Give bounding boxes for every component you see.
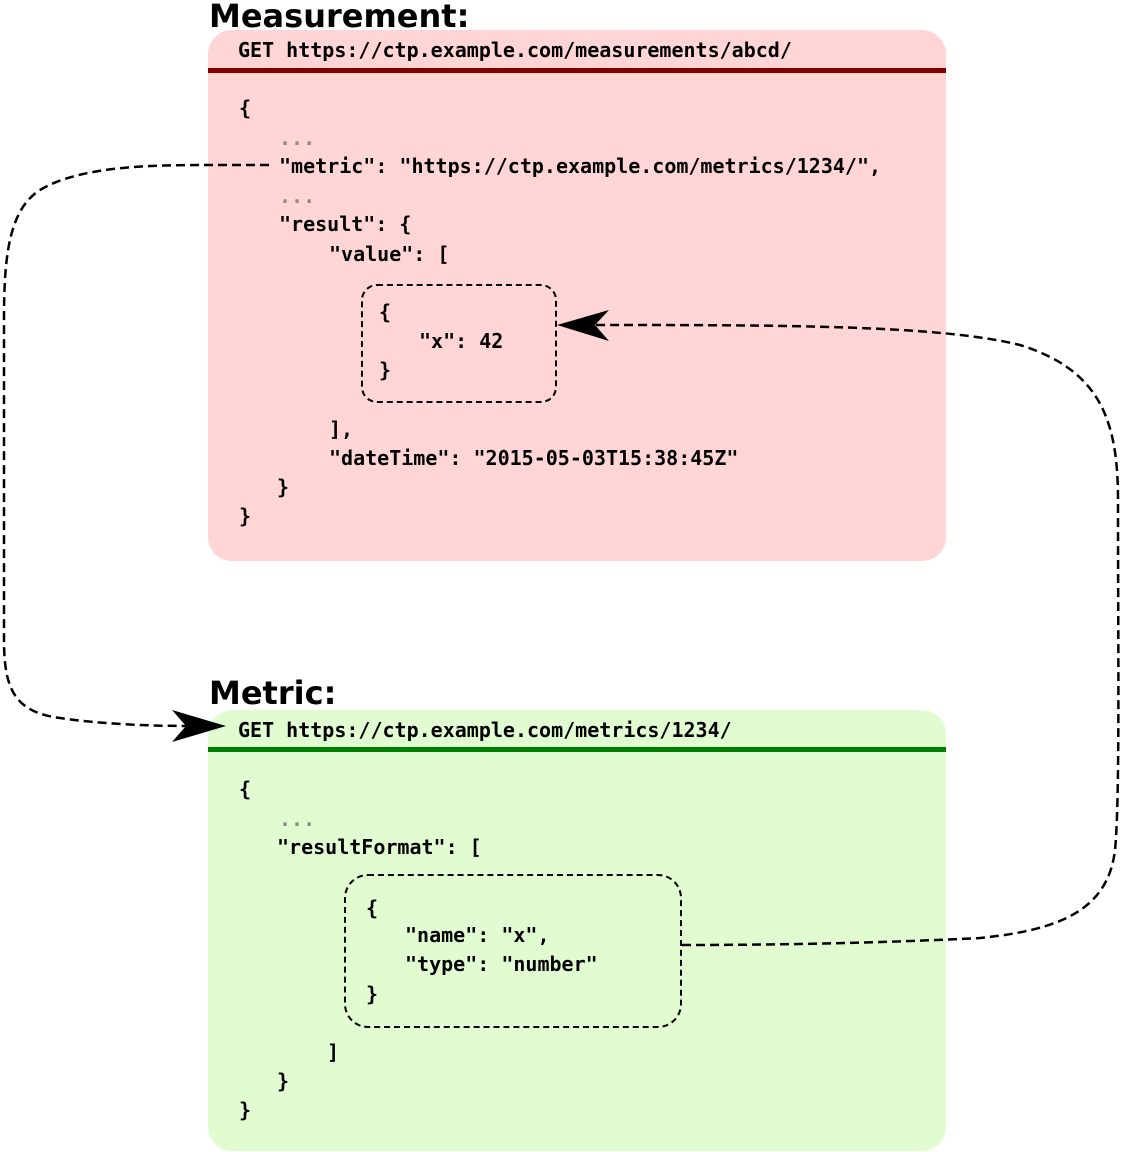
metric-code-item-close: } <box>366 982 379 1006</box>
metric-request-line: GET https://ctp.example.com/metrics/1234… <box>238 718 732 742</box>
format-to-value-connector <box>593 323 1120 947</box>
measurement-code-metric: "metric": "https://ctp.example.com/metri… <box>279 154 882 178</box>
measurement-code-value-close: ], <box>329 417 354 441</box>
metric-code-result-format-close: ] <box>327 1040 340 1064</box>
measurement-code-datetime: "dateTime": "2015-05-03T15:38:45Z" <box>329 446 739 470</box>
metric-code-open: { <box>239 777 252 801</box>
metric-code-close: } <box>239 1098 252 1122</box>
metric-code-item-name: "name": "x", <box>405 923 550 947</box>
measurement-value-highlight-box <box>361 284 557 403</box>
metric-link-connector <box>2 163 269 728</box>
measurement-code-item-x: "x": 42 <box>419 329 504 353</box>
measurement-code-result-close: } <box>277 475 290 499</box>
metric-code-item-type: "type": "number" <box>405 952 598 976</box>
measurement-title: Measurement: <box>209 0 470 35</box>
metric-title: Metric: <box>209 674 337 712</box>
measurement-request-line: GET https://ctp.example.com/measurements… <box>238 38 792 62</box>
measurement-code-close: } <box>239 504 252 528</box>
metric-code-inner-close: } <box>277 1069 290 1093</box>
measurement-code-item-open: { <box>379 300 392 324</box>
measurement-header-rule <box>208 68 946 73</box>
measurement-code-value-open: "value": [ <box>329 242 450 266</box>
metric-link-arrowhead <box>172 710 226 742</box>
measurement-code-ellipsis-2: ... <box>279 184 316 208</box>
metric-code-ellipsis-1: ... <box>279 807 316 831</box>
measurement-code-result-open: "result": { <box>279 212 412 236</box>
measurement-panel: GET https://ctp.example.com/measurements… <box>208 30 946 561</box>
measurement-code-open: { <box>239 96 252 120</box>
metric-panel: GET https://ctp.example.com/metrics/1234… <box>208 710 946 1151</box>
metric-code-result-format-open: "resultFormat": [ <box>277 835 482 859</box>
metric-header-rule <box>208 747 946 752</box>
measurement-code-ellipsis-1: ... <box>279 126 316 150</box>
format-to-value-arrowhead <box>557 310 609 341</box>
metric-format-highlight-box <box>344 874 682 1028</box>
measurement-code-item-close: } <box>379 358 392 382</box>
metric-code-item-open: { <box>366 896 379 920</box>
